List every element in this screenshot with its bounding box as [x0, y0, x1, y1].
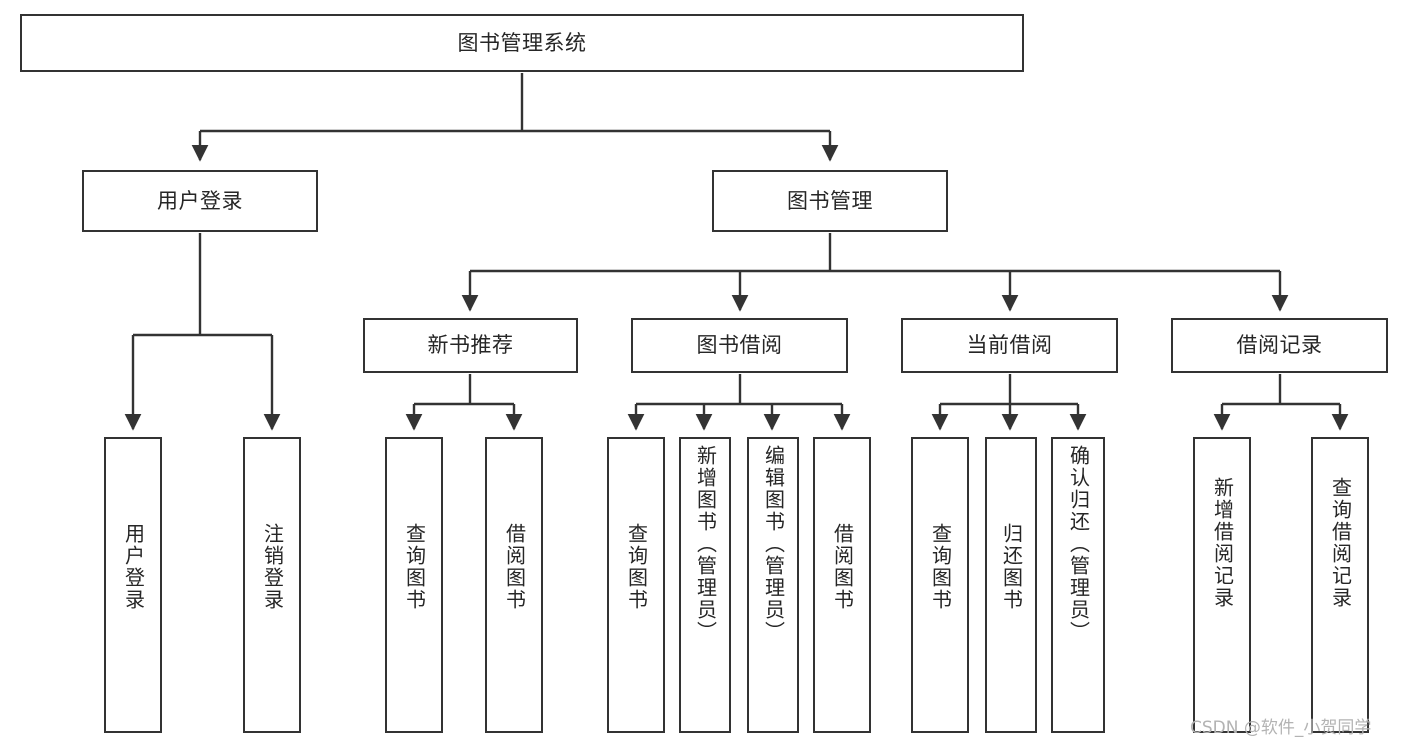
- leaf-query-book-recommend[interactable]: 查询图书: [385, 437, 443, 733]
- node-book-manage[interactable]: 图书管理: [712, 170, 948, 232]
- leaf-add-borrow-record[interactable]: 新增借阅记录: [1193, 437, 1251, 733]
- leaf-confirm-return[interactable]: 确认归还（管理员）: [1051, 437, 1105, 733]
- node-label: 查询借阅记录: [1328, 477, 1353, 609]
- node-label: 借阅记录: [1236, 333, 1323, 358]
- node-user-login[interactable]: 用户登录: [82, 170, 318, 232]
- node-label: 编辑图书（管理员）: [761, 445, 786, 643]
- leaf-query-book-borrow[interactable]: 查询图书: [607, 437, 665, 733]
- node-label: 图书管理: [787, 188, 873, 213]
- node-new-book-recommend[interactable]: 新书推荐: [363, 318, 578, 373]
- node-label: 查询图书: [928, 523, 953, 611]
- node-label: 借阅图书: [502, 523, 527, 611]
- node-label: 查询图书: [402, 523, 427, 611]
- node-label: 归还图书: [999, 523, 1024, 611]
- node-label: 注销登录: [260, 523, 285, 611]
- leaf-query-book-current[interactable]: 查询图书: [911, 437, 969, 733]
- leaf-return-book[interactable]: 归还图书: [985, 437, 1037, 733]
- node-label: 查询图书: [624, 523, 649, 611]
- node-label: 图书借阅: [696, 333, 783, 358]
- leaf-query-borrow-record[interactable]: 查询借阅记录: [1311, 437, 1369, 733]
- node-label: 新书推荐: [427, 333, 514, 358]
- node-root-book-management-system[interactable]: 图书管理系统: [20, 14, 1024, 72]
- leaf-borrow-book[interactable]: 借阅图书: [813, 437, 871, 733]
- leaf-add-book[interactable]: 新增图书（管理员）: [679, 437, 731, 733]
- node-label: 用户登录: [157, 188, 243, 213]
- node-label: 新增图书（管理员）: [693, 445, 718, 643]
- watermark: CSDN @软件_小贺同学: [1190, 718, 1372, 738]
- leaf-user-login[interactable]: 用户登录: [104, 437, 162, 733]
- node-label: 确认归还（管理员）: [1066, 445, 1091, 643]
- leaf-borrow-book-recommend[interactable]: 借阅图书: [485, 437, 543, 733]
- node-book-borrow[interactable]: 图书借阅: [631, 318, 848, 373]
- node-label: 当前借阅: [966, 333, 1053, 358]
- node-label: 用户登录: [121, 523, 146, 611]
- node-label: 新增借阅记录: [1210, 477, 1235, 609]
- node-borrow-record[interactable]: 借阅记录: [1171, 318, 1388, 373]
- leaf-edit-book[interactable]: 编辑图书（管理员）: [747, 437, 799, 733]
- node-label: 借阅图书: [830, 523, 855, 611]
- leaf-user-logout[interactable]: 注销登录: [243, 437, 301, 733]
- node-current-borrow[interactable]: 当前借阅: [901, 318, 1118, 373]
- node-label: 图书管理系统: [457, 30, 587, 55]
